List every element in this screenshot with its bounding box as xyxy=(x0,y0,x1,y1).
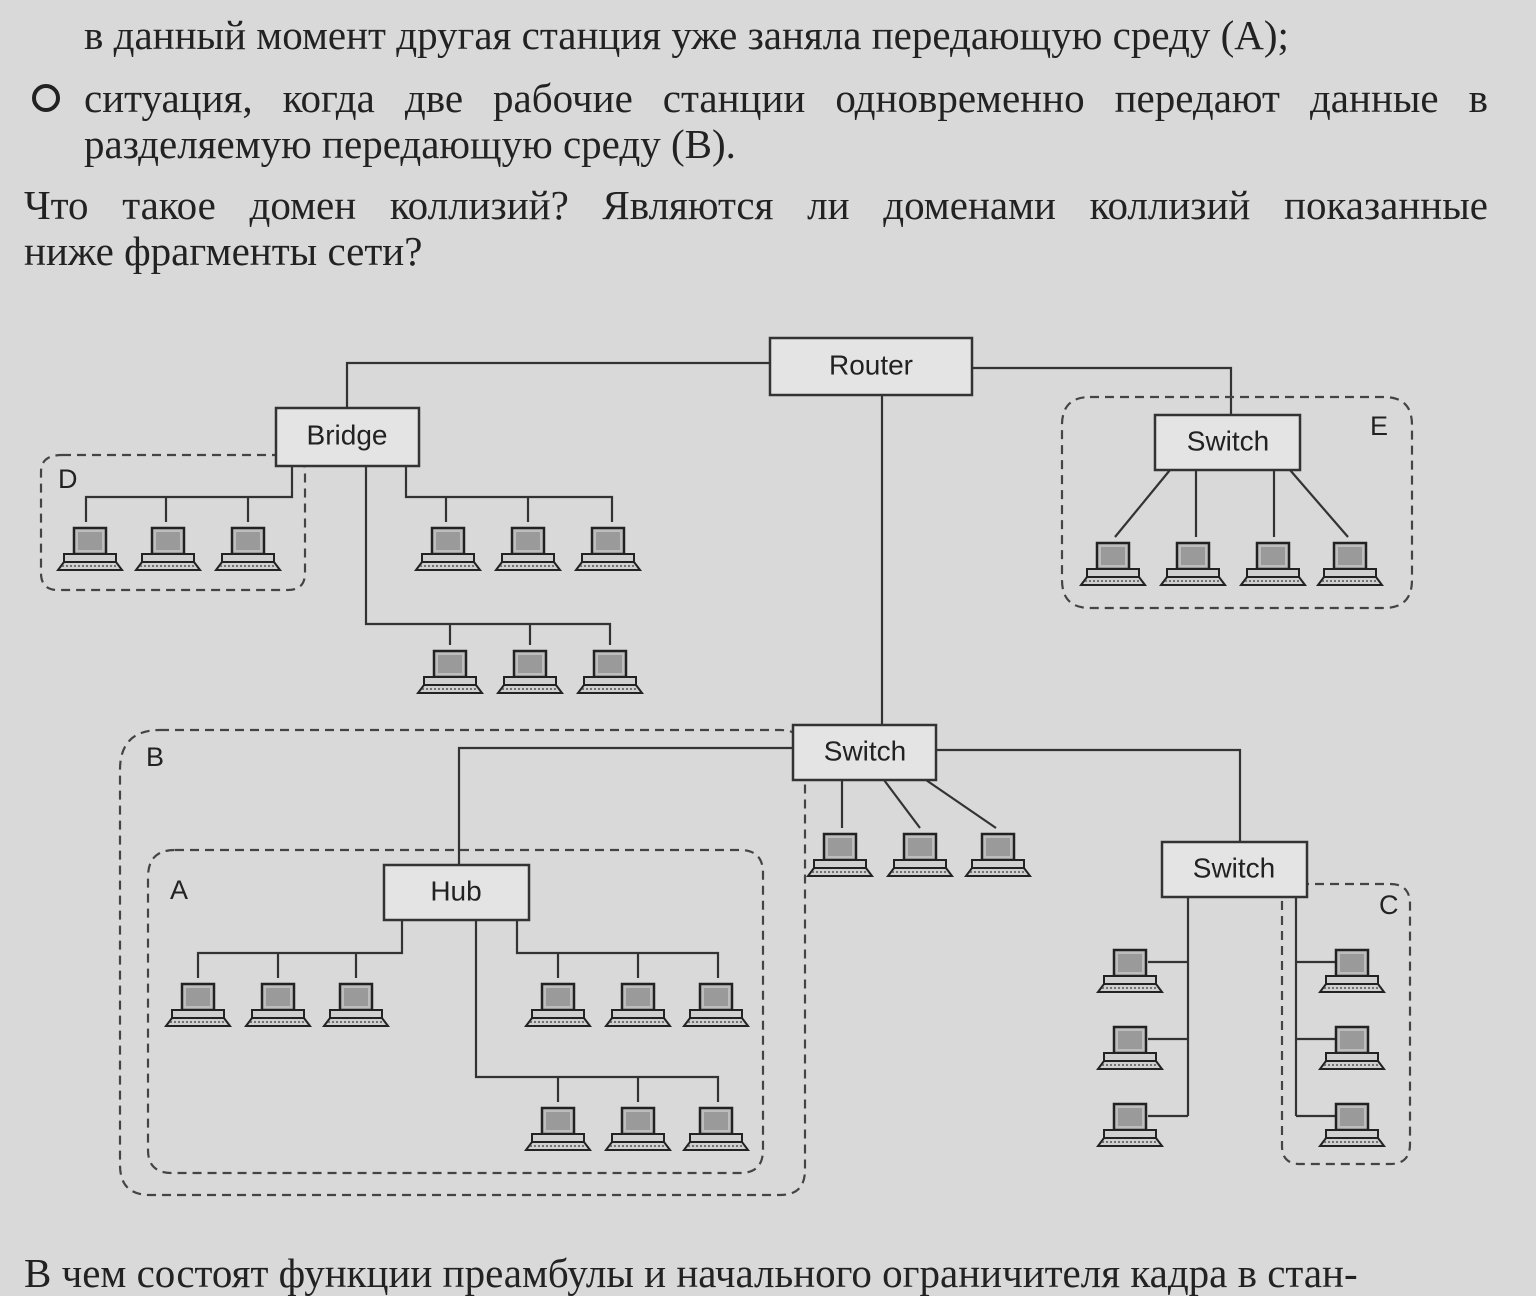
computer-icon xyxy=(806,832,874,878)
computer-icon xyxy=(524,1106,592,1152)
computer-icon xyxy=(1096,1025,1164,1071)
computer-icon xyxy=(1079,541,1147,587)
zone-c-outline xyxy=(1280,882,1412,1166)
computer-icon xyxy=(414,526,482,572)
computer-icon xyxy=(1318,1025,1386,1071)
text-line-top: в данный момент другая станция уже занял… xyxy=(84,12,1289,58)
computer-icon xyxy=(244,982,312,1028)
zone-b-label: B xyxy=(146,742,164,772)
zone-c-label: C xyxy=(1379,890,1399,920)
question-line-2: ниже фрагменты сети? xyxy=(24,228,423,274)
zone-d-label: D xyxy=(58,464,78,494)
computer-icon xyxy=(682,1106,750,1152)
computer-icon xyxy=(1159,541,1227,587)
computer-icon xyxy=(1239,541,1307,587)
hub-label: Hub xyxy=(430,875,481,906)
question-line-1: Что такое домен коллизий? Являются ли до… xyxy=(24,182,1488,228)
zone-a-label: A xyxy=(170,875,188,905)
computer-icon xyxy=(574,526,642,572)
computer-icon xyxy=(56,526,124,572)
computer-icon xyxy=(1316,541,1384,587)
computer-icon xyxy=(1096,948,1164,994)
router-label: Router xyxy=(829,349,913,380)
switch-main-label: Switch xyxy=(824,735,906,766)
computer-icon xyxy=(416,649,484,695)
computer-icon xyxy=(886,832,954,878)
switch-c-box: Switch xyxy=(1160,840,1309,899)
bullet-icon xyxy=(32,84,60,112)
zone-e-label: E xyxy=(1370,411,1388,441)
bridge-label: Bridge xyxy=(307,419,388,450)
bullet-text-line-1: ситуация, когда две рабочие станции одно… xyxy=(84,75,1488,121)
computer-icon xyxy=(322,982,390,1028)
switch-e-box: Switch xyxy=(1153,413,1302,472)
bullet-text-line-2: разделяемую передающую среду (B). xyxy=(84,121,736,167)
computer-icon xyxy=(214,526,282,572)
computer-icon xyxy=(1318,948,1386,994)
computer-icon xyxy=(494,526,562,572)
computer-icon xyxy=(964,832,1032,878)
switch-e-label: Switch xyxy=(1187,425,1269,456)
wires xyxy=(84,361,1349,1118)
hub-box: Hub xyxy=(382,863,531,922)
bridge-box: Bridge xyxy=(274,406,421,468)
router-box: Router xyxy=(768,336,974,397)
computer-icon xyxy=(524,982,592,1028)
switch-c-label: Switch xyxy=(1193,852,1275,883)
zone-a-outline xyxy=(146,848,765,1175)
zone-e-outline xyxy=(1060,395,1414,610)
computer-icon xyxy=(1318,1102,1386,1148)
switch-main-box: Switch xyxy=(791,723,938,782)
computer-icon xyxy=(604,1106,672,1152)
computer-icon xyxy=(496,649,564,695)
computer-icon xyxy=(164,982,232,1028)
computer-icon xyxy=(682,982,750,1028)
computer-icon xyxy=(134,526,202,572)
computer-icon xyxy=(1096,1102,1164,1148)
computer-icon xyxy=(604,982,672,1028)
computer-icon xyxy=(576,649,644,695)
